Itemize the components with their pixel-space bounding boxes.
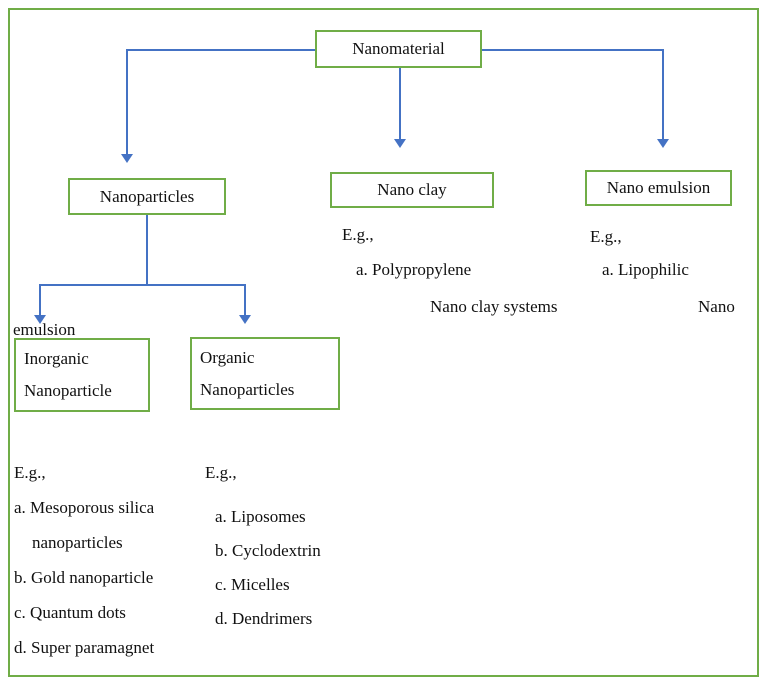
node-nanomaterial: Nanomaterial [315, 30, 482, 68]
nano-emulsion-eg-heading: E.g., [590, 227, 622, 246]
nano-emulsion-continuation-2: emulsion [13, 320, 76, 339]
inorganic-item: c. Quantum dots [14, 603, 126, 622]
inorganic-eg-heading: E.g., [14, 463, 46, 482]
nano-emulsion-item-a: a. Lipophilic [602, 260, 689, 279]
node-inorganic-line2: Nanoparticle [24, 381, 112, 400]
organic-item: b. Cyclodextrin [215, 541, 321, 560]
connector-line [39, 284, 246, 286]
page-border [8, 8, 759, 677]
node-nano-clay-label: Nano clay [377, 180, 447, 199]
nano-clay-continuation: Nano clay systems [430, 297, 558, 316]
arrow-down-icon [657, 139, 669, 148]
connector-line [482, 49, 663, 51]
organic-item: c. Micelles [215, 575, 290, 594]
nano-emulsion-continuation-1: Nano [698, 297, 735, 316]
arrow-down-icon [34, 315, 46, 324]
nano-clay-item-a: a. Polypropylene [356, 260, 472, 279]
organic-item: d. Dendrimers [215, 609, 313, 628]
arrow-down-icon [239, 315, 251, 324]
node-nanoparticles-label: Nanoparticles [99, 186, 195, 206]
node-nanoparticles: Nanoparticles [68, 178, 226, 215]
nano-clay-eg-heading: E.g., [342, 225, 374, 244]
node-nano-emulsion: Nano emulsion [585, 170, 732, 206]
node-organic-line1: Organic [200, 347, 255, 367]
connector-line [127, 49, 315, 51]
node-organic-nanoparticles: Organic Nanoparticles [190, 337, 340, 410]
inorganic-item: a. Mesoporous silica [14, 498, 155, 517]
node-nanomaterial-label: Nanomaterial [352, 39, 445, 58]
connector-line [244, 284, 246, 316]
inorganic-item: d. Super paramagnet [14, 638, 155, 657]
inorganic-item: b. Gold nanoparticle [14, 568, 154, 587]
organic-eg-heading: E.g., [205, 463, 237, 482]
node-nano-clay: Nano clay [330, 172, 494, 208]
connector-line [399, 68, 401, 140]
node-nano-emulsion-label: Nano emulsion [606, 178, 711, 197]
connector-line [146, 215, 148, 285]
connector-line [126, 49, 128, 155]
inorganic-item-wrap: nanoparticles [32, 533, 123, 552]
node-organic-line2: Nanoparticles [200, 379, 295, 399]
arrow-down-icon [394, 139, 406, 148]
node-inorganic-nanoparticle: Inorganic Nanoparticle [14, 338, 150, 412]
arrow-down-icon [121, 154, 133, 163]
organic-item: a. Liposomes [215, 507, 306, 526]
connector-line [662, 49, 664, 140]
node-inorganic-line1: Inorganic [24, 349, 89, 368]
connector-line [39, 284, 41, 316]
